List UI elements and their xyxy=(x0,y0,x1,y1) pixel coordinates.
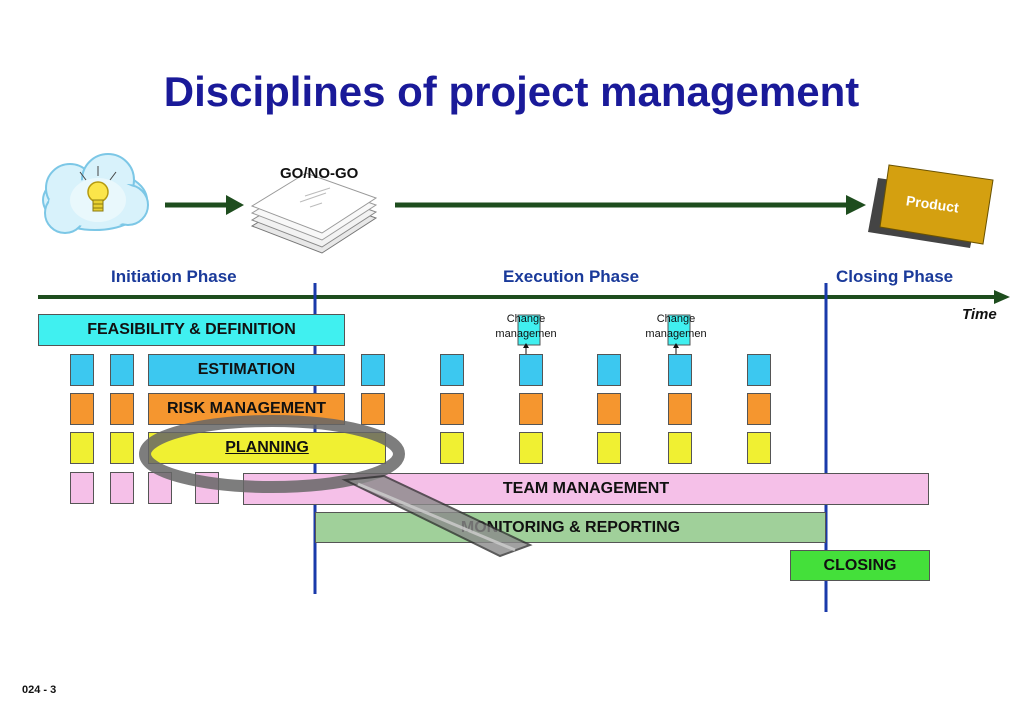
risk-block xyxy=(668,393,692,425)
arrow-right-icon xyxy=(165,195,244,215)
estimation-block xyxy=(70,354,94,386)
planning-block xyxy=(519,432,543,464)
risk-block xyxy=(519,393,543,425)
document-stack-icon xyxy=(250,172,378,254)
planning-block xyxy=(440,432,464,464)
planning-block xyxy=(668,432,692,464)
risk-management-bar: RISK MANAGEMENT xyxy=(148,393,345,425)
risk-block xyxy=(747,393,771,425)
team-block xyxy=(195,472,219,504)
estimation-bar: ESTIMATION xyxy=(148,354,345,386)
risk-block xyxy=(597,393,621,425)
estimation-block xyxy=(440,354,464,386)
planning-block xyxy=(597,432,621,464)
planning-block xyxy=(747,432,771,464)
phase-closing: Closing Phase xyxy=(836,267,954,286)
change-management-marker xyxy=(517,314,541,355)
time-label: Time xyxy=(962,306,997,323)
lightbulb-icon xyxy=(79,166,117,212)
slide-number: 024 - 3 xyxy=(22,684,57,696)
team-block xyxy=(110,472,134,504)
go-no-go-label: GO/NO-GO xyxy=(280,165,359,182)
monitoring-reporting-bar: MONITORING & REPORTING xyxy=(315,512,826,543)
estimation-block xyxy=(668,354,692,386)
product-box-icon xyxy=(868,164,994,248)
phase-initiation: Initiation Phase xyxy=(111,267,237,286)
planning-bar: PLANNING xyxy=(148,432,386,464)
page-title: Disciplines of project management xyxy=(163,68,860,115)
arrow-right-long-icon xyxy=(395,195,866,215)
planning-block xyxy=(70,432,94,464)
estimation-block xyxy=(747,354,771,386)
estimation-block xyxy=(361,354,385,386)
phase-execution: Execution Phase xyxy=(503,267,640,286)
risk-block xyxy=(440,393,464,425)
team-block xyxy=(148,472,172,504)
risk-block xyxy=(70,393,94,425)
estimation-block xyxy=(519,354,543,386)
timeline-arrow xyxy=(38,290,1010,304)
closing-bar: CLOSING xyxy=(790,550,930,581)
team-management-bar: TEAM MANAGEMENT xyxy=(243,473,929,505)
planning-block xyxy=(110,432,134,464)
team-block xyxy=(70,472,94,504)
risk-block xyxy=(361,393,385,425)
risk-block xyxy=(110,393,134,425)
feasibility-definition-bar: FEASIBILITY & DEFINITION xyxy=(38,314,345,346)
estimation-block xyxy=(597,354,621,386)
estimation-block xyxy=(110,354,134,386)
change-management-marker xyxy=(667,314,691,355)
